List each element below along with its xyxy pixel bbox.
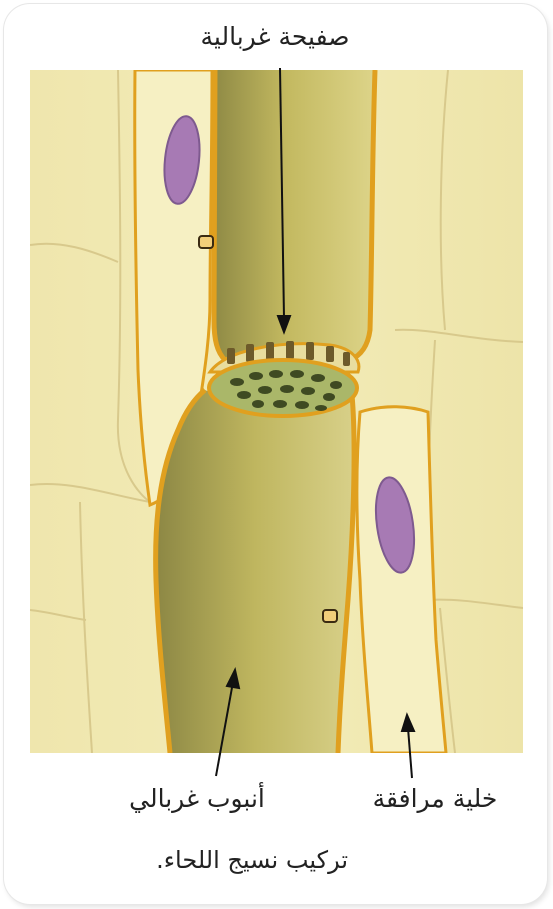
sieve-plate-label: صفيحة غربالية <box>140 22 410 51</box>
companion-cell-label: خلية مرافقة <box>340 784 530 813</box>
sieve-tube-upper-element <box>214 70 375 360</box>
sieve-tube-lower-element <box>156 390 354 753</box>
plasmodesma-lower <box>323 610 337 622</box>
plasmodesma-upper <box>199 236 213 248</box>
sieve-plate <box>209 341 359 416</box>
figure-caption: تركيب نسيج اللحاء. <box>48 846 348 874</box>
sieve-tube-label: أنبوب غربالي <box>92 784 302 813</box>
